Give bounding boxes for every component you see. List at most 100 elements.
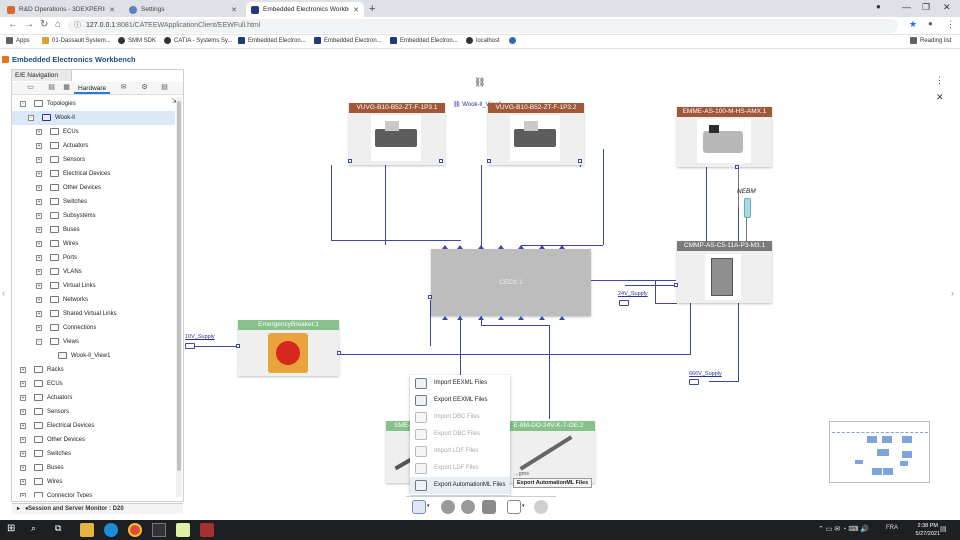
port[interactable] [337, 351, 341, 355]
tree-row[interactable]: +Actuators [12, 391, 175, 405]
expand-icon[interactable]: + [36, 143, 42, 149]
bookmark-star-icon[interactable]: ★ [909, 19, 918, 29]
port[interactable] [735, 165, 739, 169]
component-emme[interactable]: EMME-AS-100-M-HS-AMX.1 [677, 107, 772, 169]
collapse-panel-icon[interactable]: ⇲ [171, 98, 178, 105]
supply-10v-port[interactable] [185, 343, 195, 349]
supply-24v-port[interactable] [619, 300, 629, 306]
home-icon[interactable]: ⌂ [55, 19, 62, 30]
component-cmmp[interactable]: CMMP-AS-C5-11A-P3-M3.1 [674, 241, 772, 303]
menu-item[interactable]: Import EEXML Files [410, 375, 510, 392]
tool-sphere-2-icon[interactable] [461, 500, 475, 514]
close-tab-icon[interactable]: ✕ [109, 6, 115, 14]
notepad-icon[interactable] [176, 523, 190, 537]
expand-icon[interactable]: + [20, 479, 26, 485]
profile-icon[interactable]: ● [928, 19, 933, 28]
tree-row[interactable]: +Connector Types [12, 489, 175, 497]
expand-icon[interactable]: + [36, 185, 42, 191]
expand-icon[interactable]: + [20, 451, 26, 457]
clock[interactable]: 2:38 PM 5/27/2021 [916, 522, 940, 538]
expand-icon[interactable]: + [20, 395, 26, 401]
port-arrow-icon[interactable] [442, 316, 448, 320]
tree-row[interactable]: +Wires [12, 475, 175, 489]
bookmark-catia[interactable]: CATIA - Systems Sy... [164, 37, 232, 44]
port-arrow-icon[interactable] [559, 245, 565, 249]
browser-tab-eew[interactable]: Embedded Electronics Workbench ✕ [246, 2, 364, 17]
expand-icon[interactable]: + [20, 493, 26, 497]
menu-item[interactable]: Export AutomationML Files [410, 477, 510, 494]
port[interactable] [428, 295, 432, 299]
expand-icon[interactable]: + [20, 423, 26, 429]
terminal-icon[interactable] [152, 523, 166, 537]
back-icon[interactable]: ← [8, 19, 18, 30]
bookmark-smm-sdk[interactable]: SMM SDK [118, 37, 156, 44]
reading-list[interactable]: Reading list [910, 37, 951, 44]
gear-icon[interactable]: ⚙ [141, 84, 148, 91]
tree-row[interactable]: +Switches [12, 447, 175, 461]
right-edge-arrow-icon[interactable]: › [951, 288, 954, 298]
tool-settings-icon[interactable] [534, 500, 548, 514]
tree-row[interactable]: +Electrical Devices [12, 419, 175, 433]
tree-row[interactable]: Wook-ll_View1 [12, 349, 175, 363]
restore-icon[interactable]: ❐ [922, 2, 931, 12]
component-vuvg-2[interactable]: VUVG-B10-B52-ZT-F-1P3.2 [487, 103, 584, 165]
expand-icon[interactable]: + [20, 367, 26, 373]
mail-icon[interactable]: ✉ [120, 84, 127, 91]
expand-icon[interactable]: + [36, 269, 42, 275]
tree-row[interactable]: +Buses [12, 223, 175, 237]
tree-scrollbar[interactable] [176, 97, 182, 497]
expand-icon[interactable]: + [36, 283, 42, 289]
tree-row[interactable]: +ECUs [12, 125, 175, 139]
port-arrow-icon[interactable] [518, 245, 524, 249]
info-icon[interactable]: ⓘ [74, 22, 81, 29]
tool-sphere-icon[interactable] [441, 500, 455, 514]
chrome-icon[interactable] [128, 523, 142, 537]
tree-row[interactable]: -Topologies [12, 97, 175, 111]
component-sie[interactable]: E-8M-DO-24V-K-7-OE.2 ...gms [502, 421, 595, 483]
close-canvas-icon[interactable]: ✕ [936, 92, 944, 102]
forward-icon[interactable]: → [24, 19, 34, 30]
system-tray-icons[interactable]: ⌃ ▭ ✉ ◔ ⌨ 🔊 [818, 526, 870, 533]
supply-666v-port[interactable] [689, 379, 699, 385]
port-arrow-icon[interactable] [518, 316, 524, 320]
collapse-icon[interactable]: - [28, 115, 34, 121]
expand-icon[interactable]: + [36, 157, 42, 163]
expand-arrow-icon[interactable]: ▸ [17, 506, 21, 512]
expand-icon[interactable]: + [20, 465, 26, 471]
tree-row[interactable]: +Other Devices [12, 181, 175, 195]
tool-2-icon[interactable]: ▤ [48, 84, 55, 91]
expand-icon[interactable]: + [20, 437, 26, 443]
port-arrow-icon[interactable] [498, 316, 504, 320]
expand-icon[interactable]: + [36, 241, 42, 247]
import-export-tool-icon[interactable] [412, 500, 426, 514]
left-edge-arrow-icon[interactable]: ‹ [2, 288, 5, 298]
tree-row[interactable]: +Virtual Links [12, 279, 175, 293]
menu-dots-icon[interactable]: ⋮ [946, 19, 955, 29]
port-arrow-icon[interactable] [478, 245, 484, 249]
reload-icon[interactable]: ↻ [40, 19, 49, 30]
component-vuvg-1[interactable]: VUVG-B10-B52-ZT-F-1P3.1 [348, 103, 445, 165]
tree-row[interactable]: +Sensors [12, 153, 175, 167]
tree-row[interactable]: +Ports [12, 251, 175, 265]
port-arrow-icon[interactable] [498, 245, 504, 249]
component-emergency-breaker[interactable]: EmergencyBreaker.1 [236, 320, 341, 376]
expand-icon[interactable]: + [36, 297, 42, 303]
tree-row[interactable]: +Connections [12, 321, 175, 335]
bookmark-localhost[interactable]: localhost [466, 37, 500, 44]
new-tab-button[interactable]: + [369, 3, 376, 15]
expand-icon[interactable]: + [36, 129, 42, 135]
windows-start-icon[interactable]: ⊞ [7, 523, 16, 534]
dropdown-arrow-icon[interactable]: ▾ [427, 503, 430, 509]
tree-row[interactable]: +Electrical Devices [12, 167, 175, 181]
url-field[interactable]: ⓘ 127.0.0.1:8081/CATEEWApplicationClient… [68, 19, 898, 33]
tool-3-icon[interactable]: ▦ [63, 84, 70, 91]
expand-icon[interactable]: + [36, 213, 42, 219]
port[interactable] [439, 159, 443, 163]
browser-tab-3dexperience[interactable]: R&D Operations - 3DEXPERIENCE ✕ [2, 2, 120, 17]
tree-row[interactable]: +Switches [12, 195, 175, 209]
bookmark-eew-3[interactable]: Embedded Electron... [390, 37, 458, 44]
tool-layout-icon[interactable] [507, 500, 521, 514]
minimap[interactable] [829, 421, 930, 483]
tool-1-icon[interactable]: ▭ [27, 84, 34, 91]
tree-row[interactable]: +Networks [12, 293, 175, 307]
